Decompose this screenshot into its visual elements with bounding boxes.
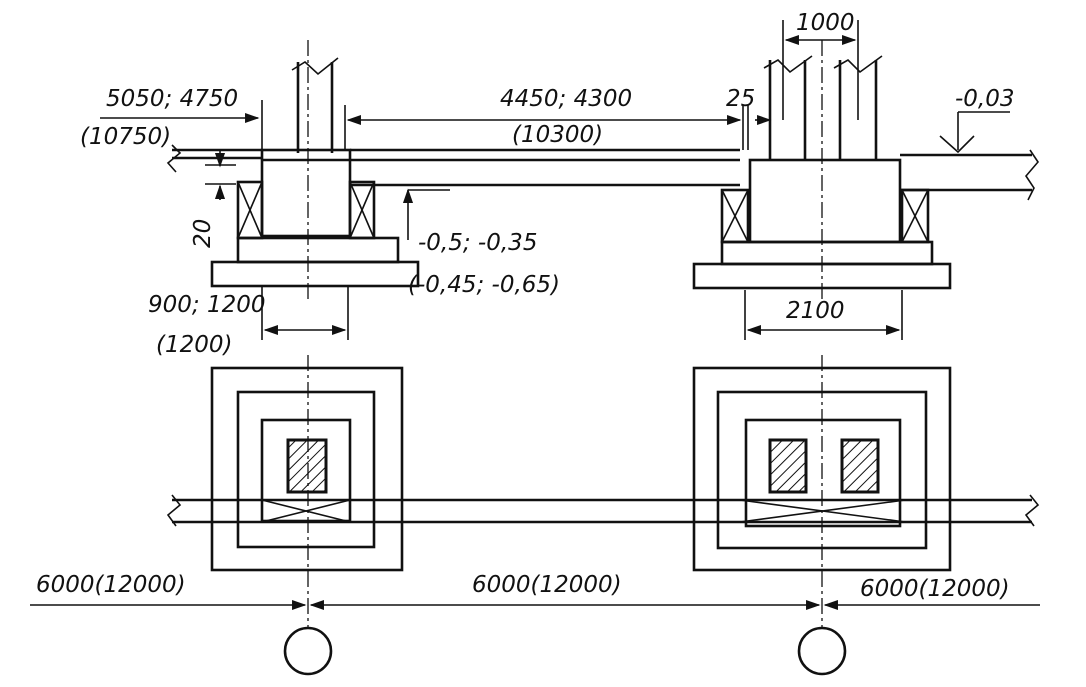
spacing-dim: 6000(12000) 6000(12000) 6000(12000) bbox=[30, 572, 1040, 611]
right-column-plan-1 bbox=[768, 438, 808, 494]
left-column-plan bbox=[286, 438, 328, 494]
top-span-dim: 4450; 4300 (10300) bbox=[344, 86, 744, 150]
mid-spacing-label: 6000(12000) bbox=[472, 572, 622, 598]
top-left-width-alt-label: (10750) bbox=[80, 124, 171, 150]
right-spacing-label: 6000(12000) bbox=[860, 576, 1010, 602]
beam-height-dim: 20 bbox=[190, 150, 236, 248]
left-spacing-label: 6000(12000) bbox=[36, 572, 186, 598]
left-footing-section bbox=[210, 148, 420, 288]
right-columns bbox=[763, 55, 883, 160]
ground-level-marker: -0,03 bbox=[939, 86, 1015, 154]
right-footing-section bbox=[692, 158, 952, 290]
right-footing-dim: 2100 bbox=[744, 290, 903, 340]
top-span-label: 4450; 4300 bbox=[500, 86, 632, 112]
column-gap-label: 25 bbox=[726, 86, 755, 112]
column-pair-label: 1000 bbox=[796, 10, 855, 36]
left-footing-dim: 900; 1200 (1200) bbox=[148, 286, 349, 358]
left-column bbox=[291, 57, 339, 153]
gap-dim: 25 bbox=[726, 86, 772, 150]
bottom-level-dim: -0,5; -0,35 (-0,45; -0,65) bbox=[402, 188, 560, 298]
beam-height-label: 20 bbox=[190, 219, 216, 248]
bottom-level-alt-label: (-0,45; -0,65) bbox=[408, 272, 560, 298]
left-footing-plan bbox=[210, 366, 404, 572]
section-view: -0,03 5050; 4750 (10750) 4450; 4300 (103… bbox=[80, 10, 1040, 358]
top-left-dim: 5050; 4750 (10750) bbox=[80, 86, 263, 150]
foundation-beam bbox=[166, 144, 1040, 201]
column-pair-dim: 1000 bbox=[782, 10, 859, 120]
beam-plan bbox=[166, 494, 1040, 527]
ground-level-label: -0,03 bbox=[955, 86, 1015, 112]
bottom-level-label: -0,5; -0,35 bbox=[418, 230, 537, 256]
left-footing-alt-label: (1200) bbox=[156, 332, 232, 358]
right-column-plan-2 bbox=[840, 438, 880, 494]
top-left-width-label: 5050; 4750 bbox=[106, 86, 238, 112]
right-footing-label: 2100 bbox=[786, 298, 845, 324]
plan-view: 6000(12000) 6000(12000) 6000(12000) bbox=[30, 355, 1040, 676]
right-axis-bubble bbox=[797, 626, 847, 676]
left-axis-bubble bbox=[283, 626, 333, 676]
left-footing-label: 900; 1200 bbox=[148, 292, 266, 318]
top-span-alt-label: (10300) bbox=[512, 122, 603, 148]
